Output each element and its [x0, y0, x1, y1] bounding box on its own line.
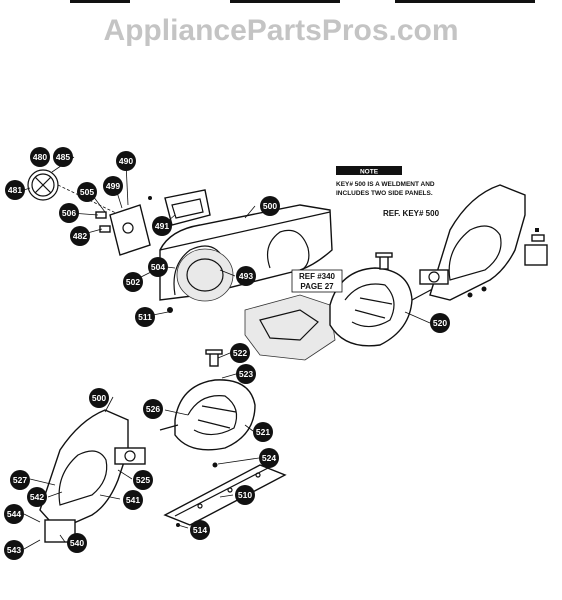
ref-page-line1: REF #340 — [299, 272, 336, 281]
callout-480[interactable]: 480 — [30, 147, 50, 167]
callout-500-bottom[interactable]: 500 — [89, 388, 109, 408]
svg-text:542: 542 — [30, 492, 44, 502]
callout-544[interactable]: 544 — [4, 504, 24, 524]
callout-522[interactable]: 522 — [230, 343, 250, 363]
svg-text:510: 510 — [238, 490, 252, 500]
side-panel-right — [419, 184, 548, 301]
callout-510[interactable]: 510 — [235, 485, 255, 505]
svg-text:526: 526 — [146, 404, 160, 414]
chute-bracket — [95, 204, 151, 256]
callout-505[interactable]: 505 — [77, 182, 97, 202]
svg-text:499: 499 — [106, 181, 120, 191]
callout-499[interactable]: 499 — [103, 176, 123, 196]
svg-text:493: 493 — [239, 271, 253, 281]
callout-485[interactable]: 485 — [53, 147, 73, 167]
callout-504[interactable]: 504 — [148, 257, 168, 277]
svg-text:500: 500 — [263, 201, 277, 211]
callout-542[interactable]: 542 — [27, 487, 47, 507]
callout-500-top[interactable]: 500 — [260, 196, 280, 216]
svg-text:481: 481 — [8, 185, 22, 195]
svg-text:541: 541 — [126, 495, 140, 505]
callout-481[interactable]: 481 — [5, 180, 25, 200]
note-line2: INCLUDES TWO SIDE PANELS. — [336, 190, 433, 197]
callout-525[interactable]: 525 — [133, 470, 153, 490]
svg-text:491: 491 — [155, 221, 169, 231]
gearbox — [244, 294, 336, 361]
callout-514[interactable]: 514 — [190, 520, 210, 540]
callout-491[interactable]: 491 — [152, 216, 172, 236]
shear-bolt — [205, 252, 393, 367]
svg-text:505: 505 — [80, 187, 94, 197]
scraper-bar — [163, 464, 287, 526]
svg-text:544: 544 — [7, 509, 21, 519]
note-block: NOTE KEY# 500 IS A WELDMENT AND INCLUDES… — [336, 166, 435, 197]
svg-text:500: 500 — [92, 393, 106, 403]
callout-490[interactable]: 490 — [116, 151, 136, 171]
svg-text:527: 527 — [13, 475, 27, 485]
callout-511[interactable]: 511 — [135, 307, 155, 327]
callout-520[interactable]: 520 — [430, 313, 450, 333]
svg-text:502: 502 — [126, 277, 140, 287]
callout-541[interactable]: 541 — [123, 490, 143, 510]
svg-text:511: 511 — [138, 312, 152, 322]
callout-527[interactable]: 527 — [10, 470, 30, 490]
svg-text:524: 524 — [262, 453, 276, 463]
note-line1: KEY# 500 IS A WELDMENT AND — [336, 181, 435, 188]
svg-text:520: 520 — [433, 318, 447, 328]
svg-text:514: 514 — [193, 525, 207, 535]
note-heading: NOTE — [360, 169, 379, 176]
callout-521[interactable]: 521 — [253, 422, 273, 442]
callout-543[interactable]: 543 — [4, 540, 24, 560]
top-edge-fragments — [70, 0, 535, 3]
svg-text:525: 525 — [136, 475, 150, 485]
ref-key-label: REF. KEY# 500 — [383, 209, 440, 218]
callout-540[interactable]: 540 — [67, 533, 87, 553]
auger-left — [159, 379, 256, 451]
svg-text:482: 482 — [73, 231, 87, 241]
callout-493[interactable]: 493 — [236, 266, 256, 286]
auger-housing — [159, 204, 333, 302]
discharge-chute — [164, 189, 211, 226]
callout-526[interactable]: 526 — [143, 399, 163, 419]
svg-text:506: 506 — [62, 208, 76, 218]
svg-text:480: 480 — [33, 152, 47, 162]
svg-text:522: 522 — [233, 348, 247, 358]
callout-482[interactable]: 482 — [70, 226, 90, 246]
crank-handle — [27, 169, 121, 216]
svg-text:504: 504 — [151, 262, 165, 272]
callout-506[interactable]: 506 — [59, 203, 79, 223]
svg-text:485: 485 — [56, 152, 70, 162]
ref-page-line2: PAGE 27 — [300, 282, 334, 291]
svg-text:521: 521 — [256, 427, 270, 437]
watermark: AppliancePartsPros.com — [103, 14, 459, 47]
side-panel-left — [39, 409, 146, 543]
svg-text:540: 540 — [70, 538, 84, 548]
ref-page-box: REF #340 PAGE 27 — [291, 269, 343, 293]
callout-502[interactable]: 502 — [123, 272, 143, 292]
callout-524[interactable]: 524 — [259, 448, 279, 468]
svg-text:490: 490 — [119, 156, 133, 166]
callouts: 480 485 481 490 499 505 506 482 491 500 … — [4, 147, 450, 560]
svg-text:543: 543 — [7, 545, 21, 555]
hardware — [148, 196, 539, 527]
callout-523[interactable]: 523 — [236, 364, 256, 384]
svg-text:523: 523 — [239, 369, 253, 379]
